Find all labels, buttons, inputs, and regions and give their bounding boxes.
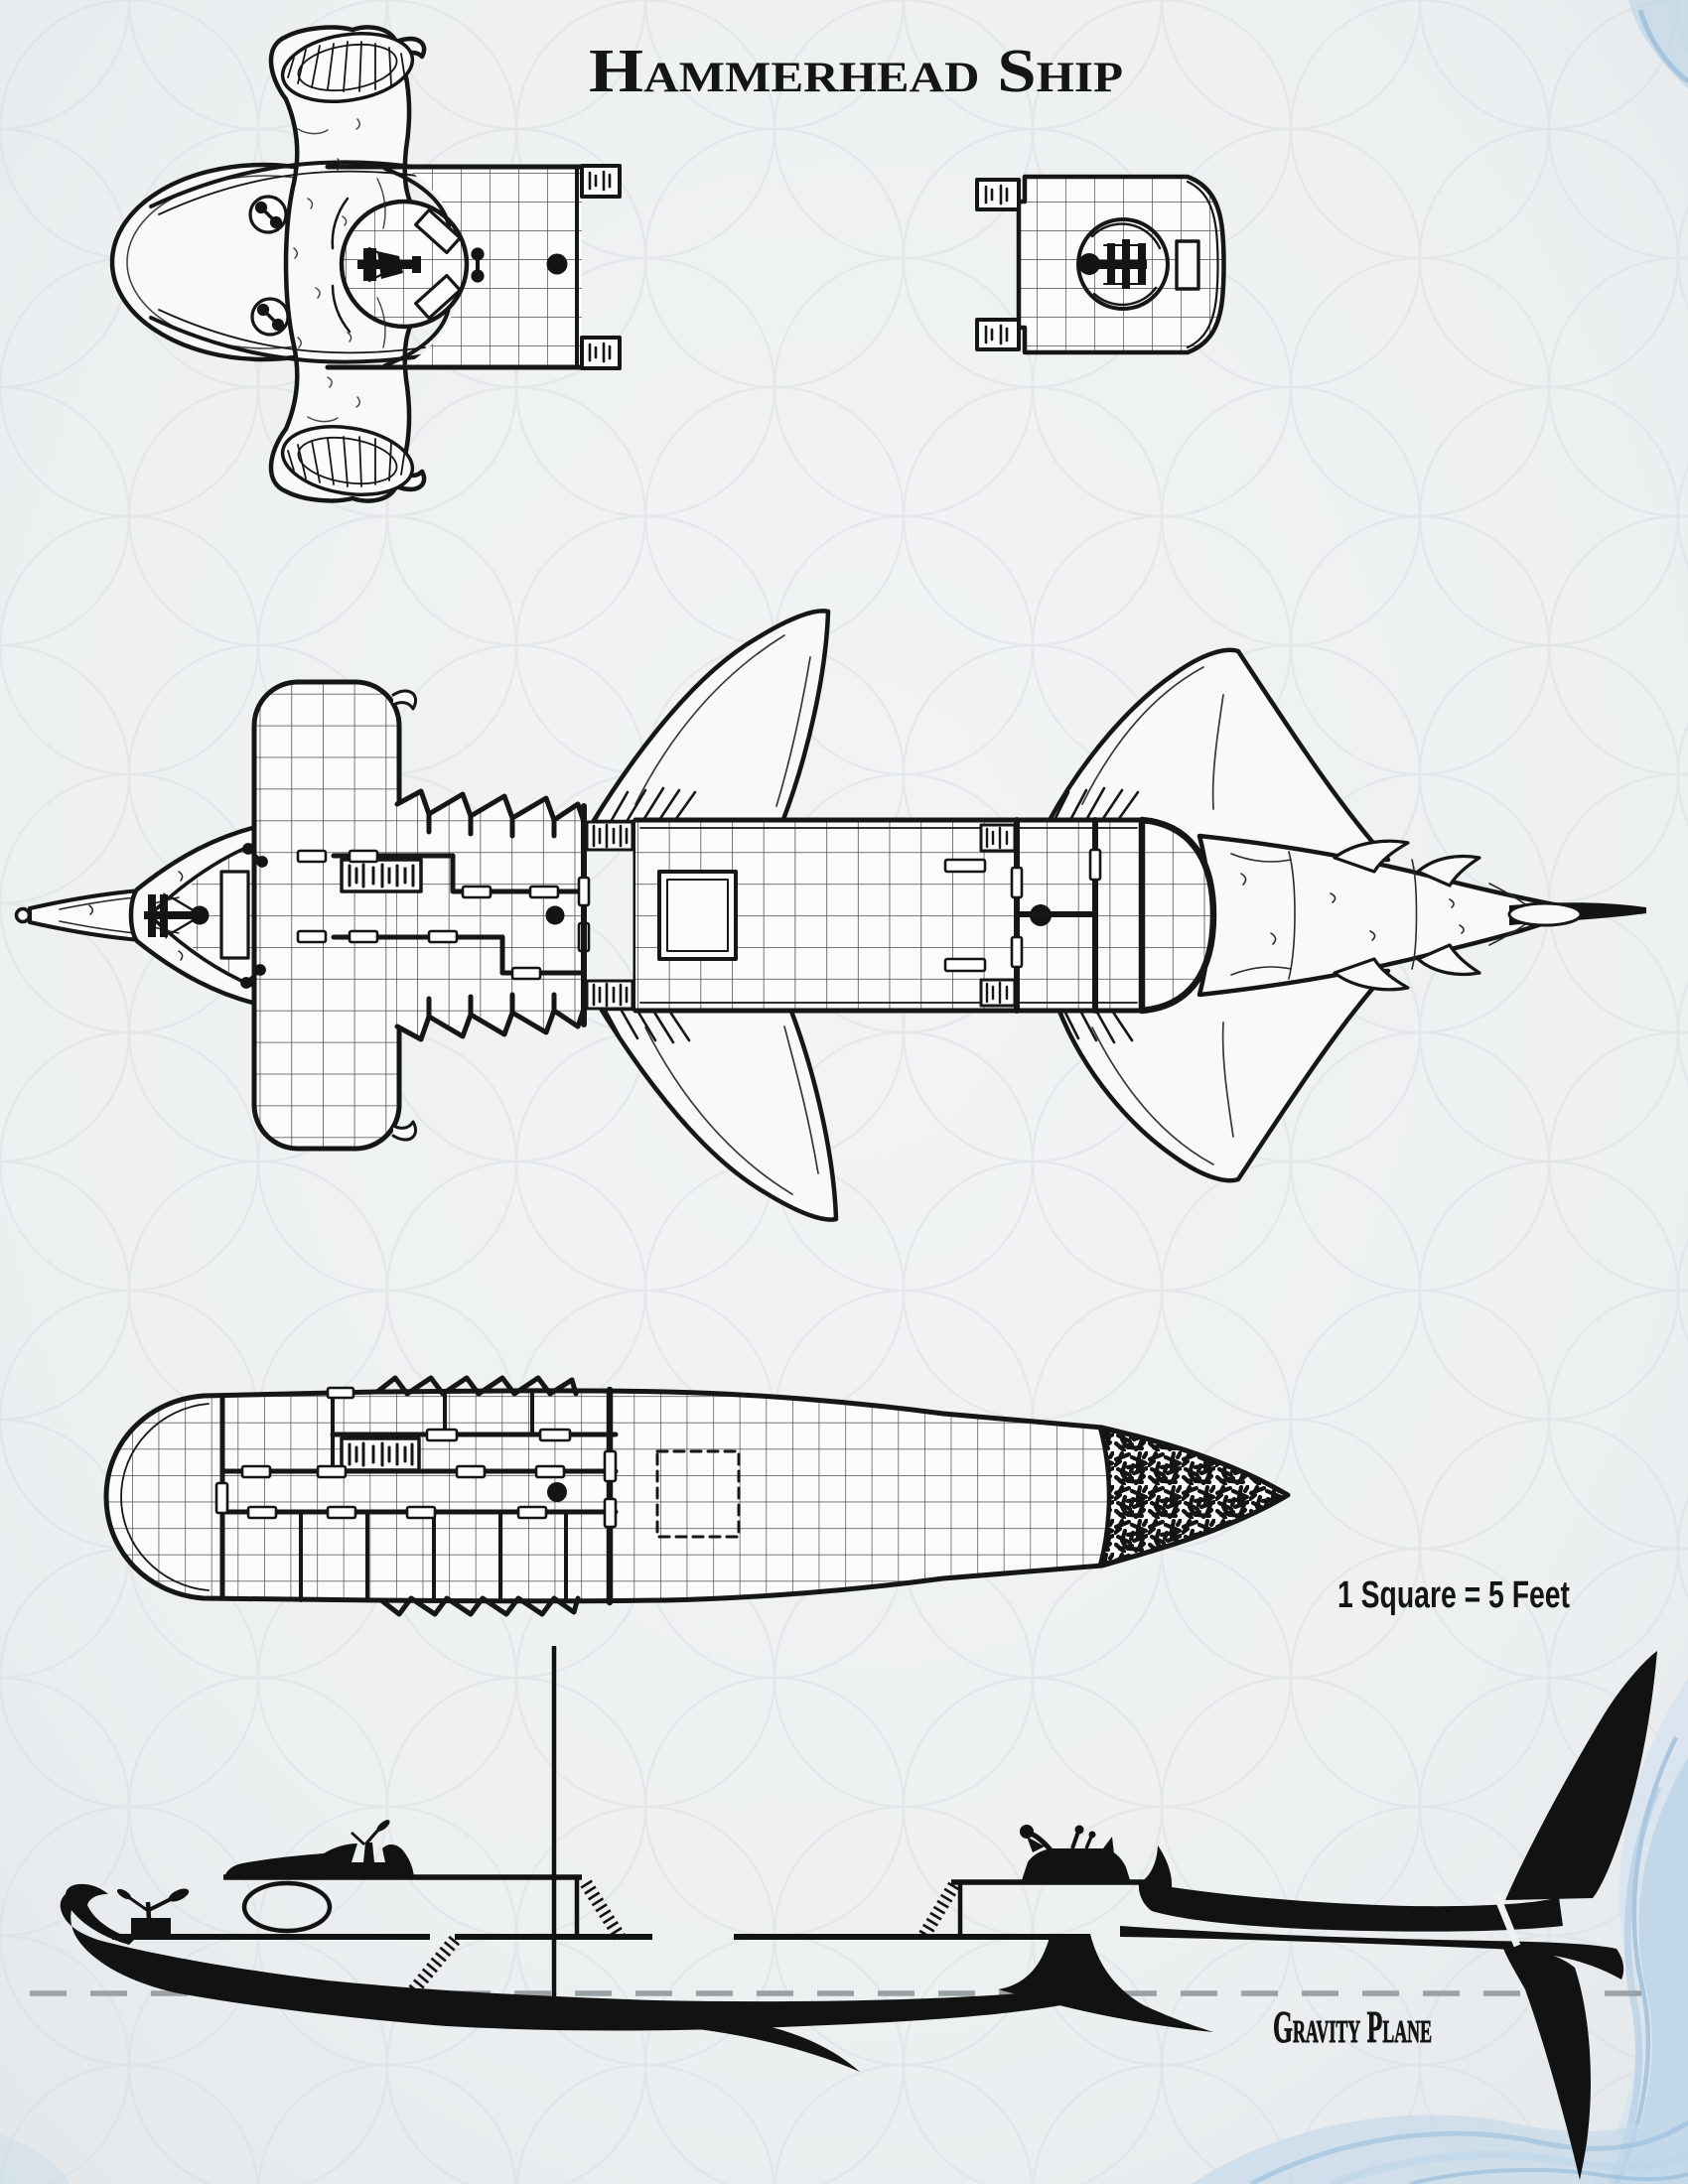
- svg-text:1 Square = 5 Feet: 1 Square = 5 Feet: [1337, 1574, 1570, 1616]
- svg-text:Hammerhead Ship: Hammerhead Ship: [589, 38, 1123, 105]
- svg-text:Gravity Plane: Gravity Plane: [1273, 2001, 1432, 2052]
